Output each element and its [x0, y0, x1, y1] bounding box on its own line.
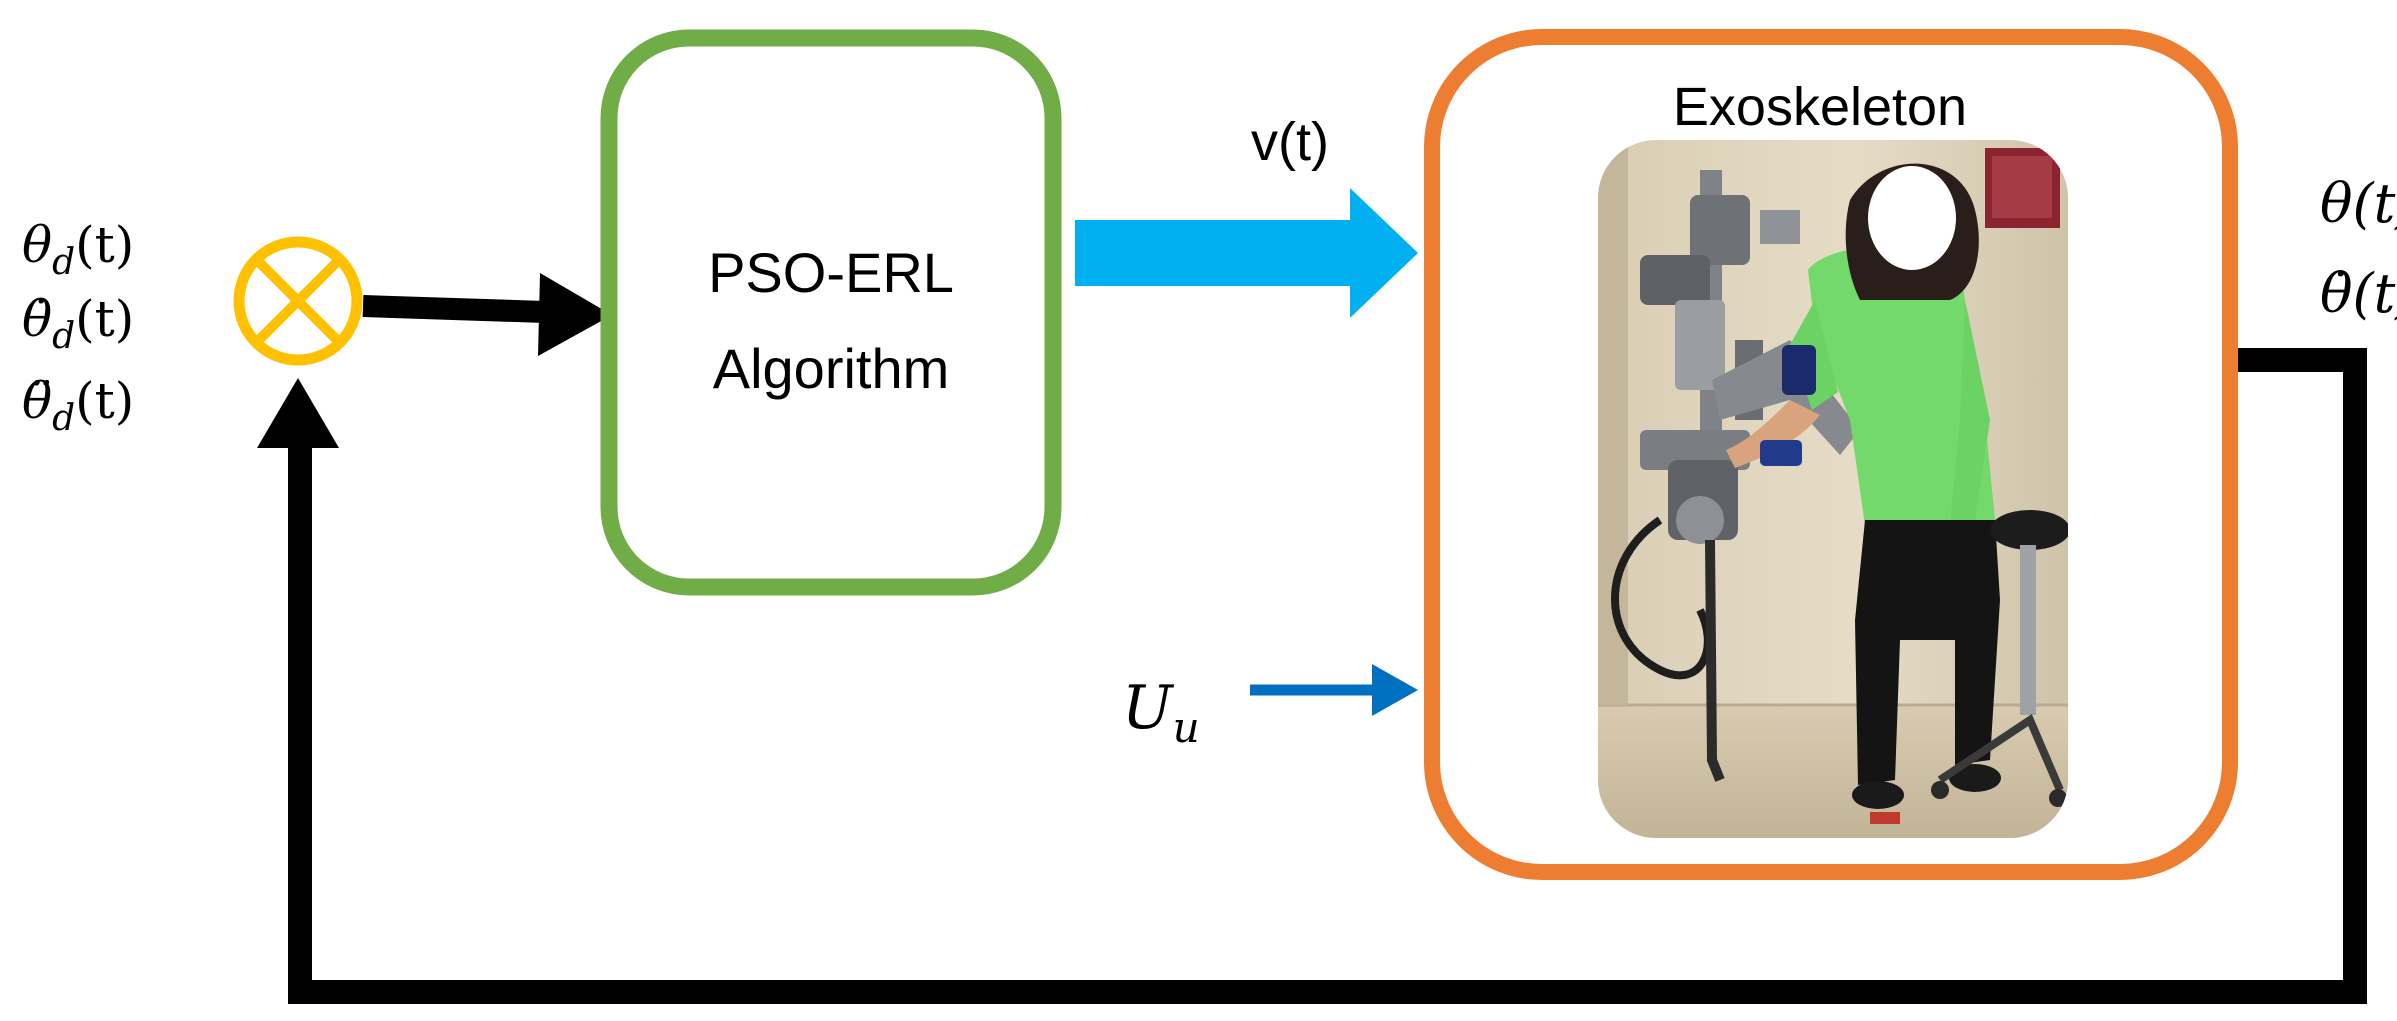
feedback-path [257, 348, 2367, 1004]
control-signal-arrow [1075, 188, 1418, 318]
controller-block: PSO-ERL Algorithm [600, 29, 1062, 596]
controller-label-line1: PSO-ERL [708, 241, 954, 304]
control-signal-label: v(t) [1251, 112, 1329, 172]
reference-theta-d-dot: θ̇d(t) [22, 290, 134, 357]
error-signal-arrow [362, 273, 612, 356]
reference-theta-d-ddot: θ̈d(t) [22, 372, 134, 439]
disturbance-label: Uu [1122, 673, 1200, 752]
output-theta-dot: θ̇(t) [2320, 262, 2397, 325]
disturbance-arrow [1250, 664, 1418, 716]
summing-junction [233, 236, 363, 366]
reference-theta-d: θd(t) [22, 216, 134, 283]
controller-label-line2: Algorithm [713, 337, 950, 400]
exoskeleton-photo [1598, 140, 2068, 838]
plant-title: Exoskeleton [1673, 77, 1967, 137]
output-theta: θ(t) [2320, 172, 2397, 235]
